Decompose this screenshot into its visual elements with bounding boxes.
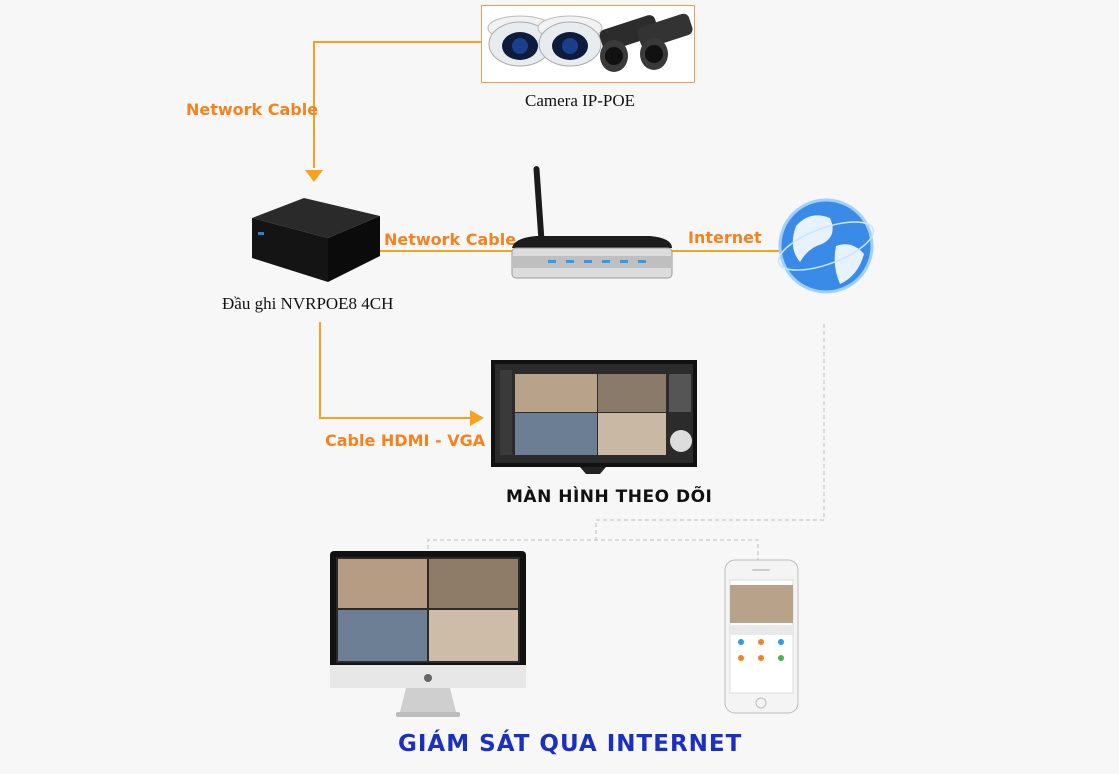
cable-label-camera-nvr: Network Cable — [186, 100, 318, 119]
bullet-camera-icon — [598, 12, 694, 72]
cable-nvr-monitor — [320, 322, 470, 418]
arrow-right-monitor — [470, 410, 484, 426]
cable-label-nvr-router: Network Cable — [384, 230, 516, 249]
cable-label-internet: Internet — [688, 228, 762, 247]
internet-link-devices — [428, 540, 758, 562]
nvr-label: Đầu ghi NVRPOE8 4CH — [222, 294, 393, 314]
camera-label: Camera IP-POE — [525, 91, 635, 111]
cable-camera-nvr — [314, 42, 481, 168]
dome-camera-icon — [488, 16, 602, 66]
cable-label-hdmi-vga: Cable HDMI - VGA — [325, 431, 485, 450]
footer-title: GIÁM SÁT QUA INTERNET — [398, 731, 742, 757]
arrow-down-nvr — [305, 170, 323, 182]
internet-link — [596, 324, 824, 540]
monitor-label: MÀN HÌNH THEO DÕI — [506, 487, 712, 507]
camera-image — [481, 5, 695, 83]
